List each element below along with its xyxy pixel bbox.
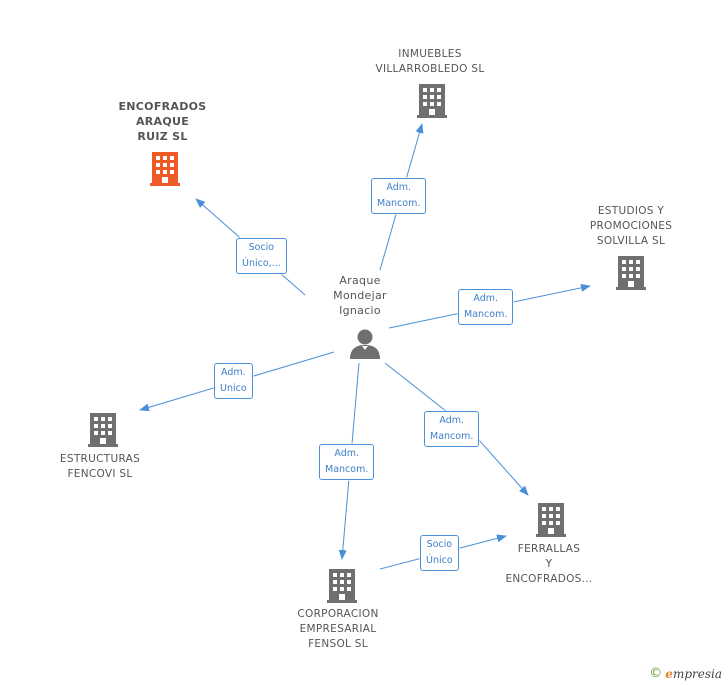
edge-label-estudios[interactable]: Adm. Mancom.	[458, 289, 514, 325]
edge-label-estructuras[interactable]: Adm. Unico	[214, 363, 253, 399]
person-icon[interactable]	[349, 329, 381, 359]
building-icon[interactable]	[417, 84, 447, 118]
edge-label-corporacion-ferrallas[interactable]: Socio Único	[420, 535, 459, 571]
building-icon[interactable]	[616, 256, 646, 290]
building-icon[interactable]	[88, 413, 118, 447]
building-icon[interactable]	[150, 152, 180, 186]
footer-brand: © empresia	[649, 666, 722, 681]
node-label-estudios[interactable]: ESTUDIOS Y PROMOCIONES SOLVILLA SL	[589, 205, 673, 247]
node-label-ferrallas[interactable]: FERRALLAS Y ENCOFRADOS...	[505, 543, 593, 585]
edge-label-inmuebles[interactable]: Adm. Mancom.	[371, 178, 427, 214]
edge-label-corporacion[interactable]: Adm. Mancom.	[319, 444, 375, 480]
node-label-corporacion[interactable]: CORPORACION EMPRESARIAL FENSOL SL	[297, 608, 379, 650]
building-icon[interactable]	[536, 503, 566, 537]
copyright-symbol: ©	[649, 666, 663, 681]
building-icon[interactable]	[327, 569, 357, 603]
edge-label-ferrallas[interactable]: Adm. Mancom.	[424, 411, 480, 447]
brand-logo[interactable]: empresia	[665, 666, 722, 681]
node-label-encofrados[interactable]: ENCOFRADOS ARAQUE RUIZ SL	[118, 100, 207, 143]
node-label-estructuras[interactable]: ESTRUCTURAS FENCOVI SL	[59, 453, 141, 480]
node-label-inmuebles[interactable]: INMUEBLES VILLARROBLEDO SL	[375, 48, 485, 75]
person-name-label[interactable]: Araque Mondejar Ignacio	[333, 274, 387, 317]
edge-label-encofrados[interactable]: Socio Único,...	[236, 238, 287, 274]
